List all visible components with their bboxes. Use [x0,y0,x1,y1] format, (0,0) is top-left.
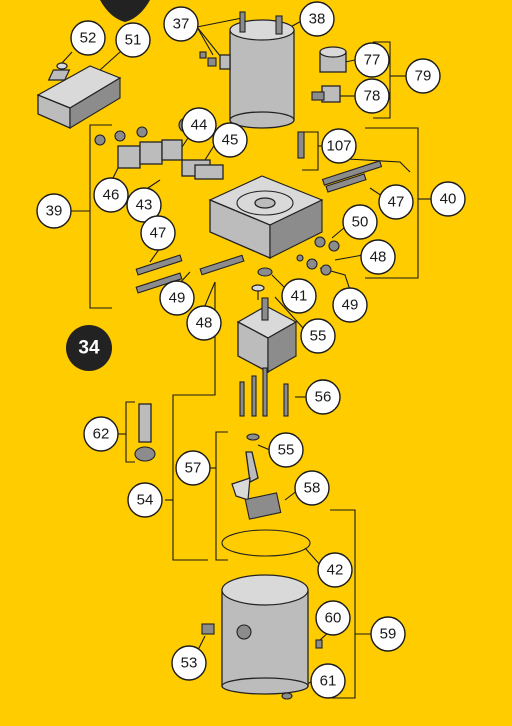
callout-79: 79 [405,58,441,94]
svg-text:38: 38 [309,11,326,28]
svg-text:62: 62 [93,426,110,443]
callout-47-left: 47 [140,215,176,251]
part-53-plug [201,623,215,635]
svg-text:51: 51 [125,32,142,49]
part-51-cover [36,65,122,129]
callout-61: 61 [310,663,346,699]
svg-text:50: 50 [352,214,369,231]
part-38-tank [229,11,295,129]
callout-50: 50 [342,204,378,240]
callout-49-right: 49 [332,287,368,323]
callout-58: 58 [294,470,330,506]
callout-107: 107 [321,128,357,164]
callout-59: 59 [370,616,406,652]
svg-text:47: 47 [388,194,405,211]
callout-41: 41 [281,278,317,314]
svg-text:60: 60 [325,610,342,627]
svg-text:59: 59 [380,626,397,643]
part-37-fittings [199,51,231,70]
callout-39: 39 [36,193,72,229]
part-62-valve [134,403,156,462]
callout-47-right: 47 [378,184,414,220]
part-61-drain [281,692,293,700]
part-55-pump [236,297,298,374]
svg-text:53: 53 [181,655,198,672]
part-52-washer [56,62,68,70]
svg-text:48: 48 [196,315,213,332]
part-78-elbow [311,85,341,103]
corner-tab [100,0,150,22]
part-40-manifold [208,175,324,259]
svg-text:46: 46 [103,187,120,204]
callout-labels: 52 51 37 38 77 78 79 44 45 107 46 43 39 … [36,1,466,699]
part-56-bolts [239,367,289,417]
svg-text:61: 61 [320,673,337,690]
callout-48-left: 48 [186,305,222,341]
svg-text:47: 47 [150,225,167,242]
part-47-cartridges [321,160,383,193]
svg-text:49: 49 [169,290,186,307]
part-41-seal [257,267,273,277]
callout-51: 51 [115,22,151,58]
svg-text:39: 39 [46,203,63,220]
svg-text:42: 42 [327,562,344,579]
svg-text:79: 79 [415,68,432,85]
svg-text:77: 77 [364,52,381,69]
callout-62: 62 [83,416,119,452]
part-57-pickup-tube [231,433,260,501]
svg-text:44: 44 [191,117,208,134]
svg-text:55: 55 [310,328,327,345]
callout-49-left: 49 [159,280,195,316]
svg-text:49: 49 [342,297,359,314]
page-number-badge: 34 [66,325,112,371]
svg-text:43: 43 [136,197,153,214]
part-77-cap [319,46,347,73]
callout-38: 38 [299,1,335,37]
callout-46: 46 [93,177,129,213]
callout-78: 78 [354,78,390,114]
callout-48-right: 48 [360,239,396,275]
svg-text:45: 45 [222,132,239,149]
svg-text:54: 54 [137,492,154,509]
part-58-filter [244,492,282,520]
callout-53: 53 [171,645,207,681]
callout-40: 40 [430,181,466,217]
callout-37: 37 [163,6,199,42]
svg-text:58: 58 [304,480,321,497]
callout-60: 60 [315,600,351,636]
callout-42: 42 [317,552,353,588]
part-48-50-plugs [296,236,340,276]
part-60-fitting [315,639,323,649]
callout-52: 52 [70,20,106,56]
callout-56: 56 [305,379,341,415]
svg-text:40: 40 [440,191,457,208]
callout-57: 57 [175,450,211,486]
callout-55-top: 55 [300,318,336,354]
svg-text:56: 56 [315,389,332,406]
svg-text:34: 34 [78,338,100,359]
callout-45: 45 [212,122,248,158]
part-47-left-cartridges [135,254,245,294]
callout-44: 44 [181,107,217,143]
svg-text:57: 57 [185,460,202,477]
svg-text:37: 37 [173,16,190,33]
svg-text:48: 48 [370,249,387,266]
svg-text:78: 78 [364,88,381,105]
svg-text:41: 41 [291,288,308,305]
callout-54: 54 [127,482,163,518]
callout-77: 77 [354,42,390,78]
svg-text:55: 55 [278,442,295,459]
part-42-oring [221,529,311,557]
callout-55-lower: 55 [268,432,304,468]
part-107-screw [297,131,305,159]
callout-43: 43 [126,187,162,223]
part-59-reservoir [221,574,309,695]
svg-text:52: 52 [80,30,97,47]
svg-text:107: 107 [326,138,351,155]
